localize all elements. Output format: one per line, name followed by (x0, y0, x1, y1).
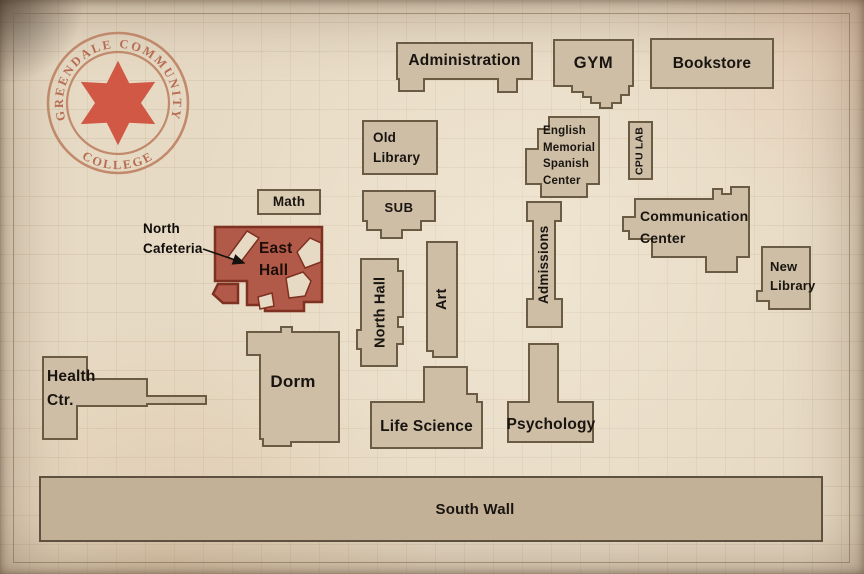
building-label-admissions: Admissions (536, 225, 552, 304)
building-label-old-library: Old Library (373, 130, 421, 165)
building-shape-gym (553, 39, 634, 109)
building-label-comm-center: Communication Center (640, 208, 749, 246)
building-shape-south-wall (39, 476, 823, 542)
college-seal: GREENDALE COMMUNITY COLLEGE (46, 31, 190, 175)
building-shape-administration (396, 42, 533, 93)
building-shape-emsc (525, 116, 600, 198)
building-label-new-library: New Library (770, 259, 816, 293)
building-label-dorm: Dorm (270, 372, 316, 392)
building-label-emsc: English Memorial Spanish Center (543, 125, 596, 188)
building-shape-art (426, 241, 458, 358)
seal-outer-ring (46, 31, 190, 175)
building-label-north-hall: North Hall (372, 276, 389, 349)
building-shape-new-library (756, 246, 811, 310)
building-shape-cpu-lab (628, 121, 653, 180)
building-shape-psychology (507, 343, 594, 443)
building-shape-comm-center (622, 186, 750, 273)
building-shape-sub (362, 190, 436, 239)
north-cafeteria-arrow (202, 248, 246, 265)
building-shape-math (257, 189, 321, 215)
building-shape-admissions (526, 201, 563, 328)
building-shape-health-ctr (42, 356, 207, 440)
building-label-east-hall: East Hall (259, 240, 293, 280)
building-shape-north-hall (356, 258, 404, 367)
building-label-math: Math (272, 193, 306, 209)
building-shape-dorm (246, 326, 340, 447)
building-label-health-ctr: Health Ctr. (47, 368, 96, 410)
north-cafeteria-callout-label: North Cafeteria (143, 221, 203, 257)
building-label-psychology: Psychology (506, 416, 596, 434)
building-label-cpu-lab: CPU LAB (633, 126, 646, 176)
building-shape-old-library (362, 120, 438, 175)
building-label-sub: SUB (384, 199, 414, 215)
building-label-administration: Administration (408, 52, 521, 70)
building-label-south-wall: South Wall (435, 500, 515, 518)
building-shape-life-science (370, 366, 483, 449)
building-label-gym: GYM (573, 53, 614, 72)
building-label-life-science: Life Science (380, 418, 473, 436)
building-label-bookstore: Bookstore (672, 54, 752, 72)
seal-inner-ring (65, 50, 171, 156)
building-label-art: Art (433, 288, 450, 311)
seal-asterisk-icon (80, 60, 156, 146)
building-shape-bookstore (650, 38, 774, 89)
